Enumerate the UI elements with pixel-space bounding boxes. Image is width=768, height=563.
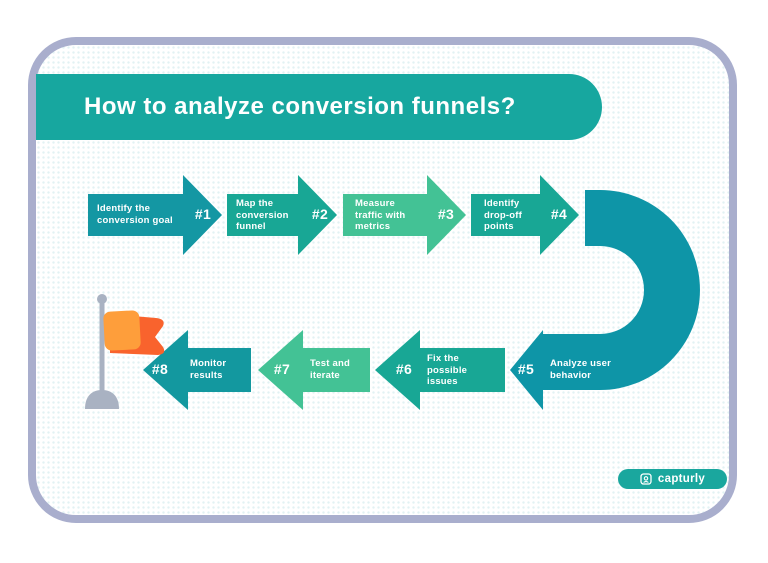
capturly-logo-text: capturly bbox=[657, 473, 706, 485]
step-4-label: Identify drop-off points bbox=[484, 198, 522, 232]
flag-pole-knob bbox=[97, 294, 107, 304]
step-8-arrow bbox=[143, 330, 251, 410]
finish-flag-icon bbox=[85, 294, 165, 409]
capturly-logo-badge[interactable]: capturly bbox=[618, 469, 727, 489]
step-6-label: Fix the possible issues bbox=[427, 353, 468, 387]
flag-front-panel bbox=[103, 310, 141, 351]
capturly-logo-icon bbox=[640, 473, 652, 485]
flag-base bbox=[85, 390, 119, 409]
step-6-number: #6 bbox=[395, 361, 413, 377]
step-5-label: Analyze user behavior bbox=[550, 358, 612, 381]
step-3-number: #3 bbox=[437, 206, 455, 222]
step-2-arrow bbox=[227, 175, 337, 255]
step-1-number: #1 bbox=[194, 206, 212, 222]
step-7-label: Test and iterate bbox=[310, 358, 350, 381]
page-title: How to analyze conversion funnels? bbox=[84, 93, 516, 120]
step-2-number: #2 bbox=[311, 206, 329, 222]
title-banner: How to analyze conversion funnels? bbox=[36, 74, 602, 140]
step-8-label: Monitor results bbox=[190, 358, 227, 381]
step-6-arrow bbox=[375, 330, 505, 410]
step-8-number: #8 bbox=[151, 361, 169, 377]
step-3-label: Measure traffic with metrics bbox=[355, 198, 406, 232]
step-1-label: Identify the conversion goal bbox=[97, 203, 173, 226]
step-7-number: #7 bbox=[273, 361, 291, 377]
flag-pole bbox=[99, 299, 105, 399]
step-1-arrow bbox=[88, 175, 222, 255]
step-3-arrow bbox=[343, 175, 466, 255]
step-5-number: #5 bbox=[517, 361, 535, 377]
step-4-number: #4 bbox=[550, 206, 568, 222]
step-4-arrow bbox=[471, 175, 579, 255]
step-5-uturn-arrow bbox=[510, 190, 700, 410]
step-7-arrow bbox=[258, 330, 370, 410]
step-2-label: Map the conversion funnel bbox=[236, 198, 289, 232]
